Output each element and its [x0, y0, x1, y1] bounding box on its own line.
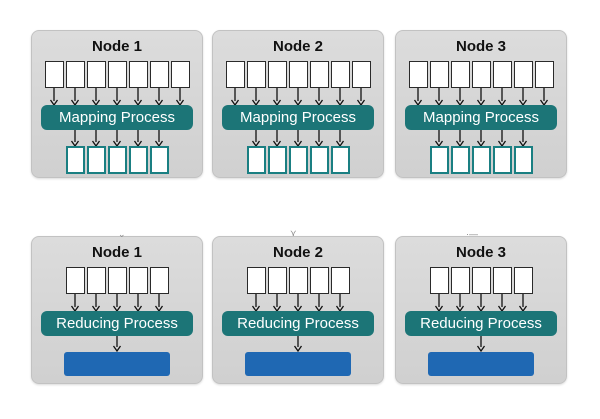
mapped-output-block — [309, 146, 329, 174]
decorative-mark: ·— — [466, 229, 478, 239]
input-data-block — [65, 267, 85, 294]
input-data-block — [351, 61, 371, 88]
node-arrows — [70, 294, 164, 353]
input-data-block — [450, 61, 470, 88]
input-data-block — [86, 61, 106, 88]
node-arrows — [230, 88, 366, 148]
mapped-output-block — [149, 146, 169, 174]
input-data-block — [267, 61, 287, 88]
input-data-block — [534, 61, 554, 88]
decorative-mark: ⋎ — [290, 228, 297, 238]
input-data-block — [44, 61, 64, 88]
mapped-output-block — [107, 146, 127, 174]
reducing-process-label: Reducing Process — [405, 311, 557, 336]
input-data-block — [149, 267, 169, 294]
node-title: Node 3 — [455, 244, 506, 261]
mapped-output-block — [65, 146, 85, 174]
input-data-block — [450, 267, 470, 294]
reducing-node-2: Node 2 Reducing Process — [212, 236, 384, 384]
input-data-block — [330, 61, 350, 88]
input-data-block — [128, 267, 148, 294]
reduced-result-block — [64, 352, 170, 376]
reducing-node-1: Node 1 Reducing Process — [31, 236, 203, 384]
mapped-output-block — [86, 146, 106, 174]
input-data-block — [429, 61, 449, 88]
input-data-block — [246, 267, 266, 294]
input-data-block — [246, 61, 266, 88]
mapping-node-3: Node 3 Mapping Process — [395, 30, 567, 178]
input-data-block — [309, 267, 329, 294]
input-data-block — [471, 267, 491, 294]
input-data-block — [65, 61, 85, 88]
mapped-output-block — [471, 146, 491, 174]
node-title: Node 3 — [455, 38, 506, 55]
mapping-process-label: Mapping Process — [405, 105, 557, 130]
flow-arrowhead — [112, 345, 122, 353]
input-data-block — [513, 267, 533, 294]
input-data-block — [471, 61, 491, 88]
mapped-output-block — [128, 146, 148, 174]
node-title: Node 1 — [91, 38, 142, 55]
input-data-block — [267, 267, 287, 294]
mapping-process-label: Mapping Process — [222, 105, 374, 130]
input-data-block — [225, 61, 245, 88]
node-title: Node 2 — [272, 244, 323, 261]
input-data-block — [170, 61, 190, 88]
reducing-process-label: Reducing Process — [41, 311, 193, 336]
input-data-block — [288, 61, 308, 88]
mapping-node-1: Node 1 Mapping Process — [31, 30, 203, 178]
input-data-block — [107, 267, 127, 294]
flow-arrowhead — [476, 345, 486, 353]
input-data-block — [330, 267, 350, 294]
node-title: Node 1 — [91, 244, 142, 261]
mapped-output-block — [450, 146, 470, 174]
input-data-block — [288, 267, 308, 294]
reducing-process-label: Reducing Process — [222, 311, 374, 336]
input-data-block — [492, 267, 512, 294]
node-title: Node 2 — [272, 38, 323, 55]
decorative-mark: ⌄ — [118, 229, 126, 239]
mapped-output-block — [492, 146, 512, 174]
input-data-block — [149, 61, 169, 88]
mapped-output-block — [288, 146, 308, 174]
mapped-output-block — [246, 146, 266, 174]
mapping-process-label: Mapping Process — [41, 105, 193, 130]
reduced-result-block — [245, 352, 351, 376]
input-data-block — [429, 267, 449, 294]
input-data-block — [128, 61, 148, 88]
mapped-output-block — [429, 146, 449, 174]
reducing-node-3: Node 3 Reducing Process — [395, 236, 567, 384]
input-data-block — [107, 61, 127, 88]
input-data-block — [309, 61, 329, 88]
input-data-block — [513, 61, 533, 88]
input-data-block — [408, 61, 428, 88]
mapped-output-block — [330, 146, 350, 174]
input-data-block — [86, 267, 106, 294]
flow-arrowhead — [293, 345, 303, 353]
mapped-output-block — [513, 146, 533, 174]
mapping-node-2: Node 2 Mapping Process — [212, 30, 384, 178]
input-data-block — [492, 61, 512, 88]
mapped-output-block — [267, 146, 287, 174]
reduced-result-block — [428, 352, 534, 376]
